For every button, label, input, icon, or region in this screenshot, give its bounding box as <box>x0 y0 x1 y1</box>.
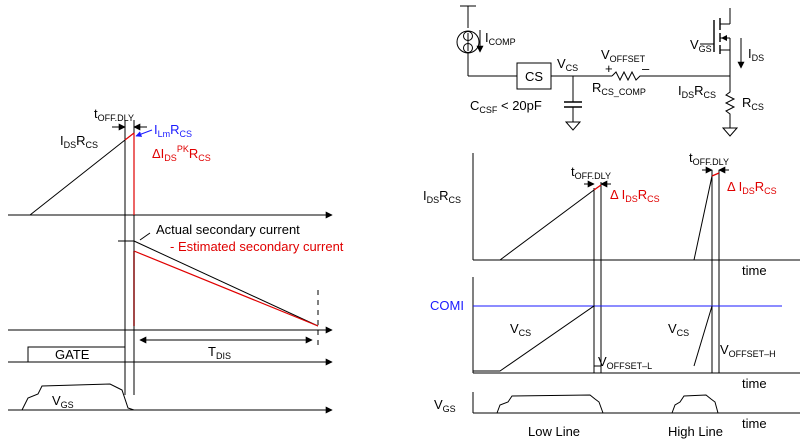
mosfet-vgs-label: VGS <box>690 37 712 54</box>
left-gate-pulse <box>27 346 126 362</box>
comi-label: COMI <box>430 298 464 313</box>
right-vgs-highline-pulse <box>671 394 719 414</box>
voffset-l-label: VOFFSET–L <box>598 354 652 371</box>
right-lowline-ramp <box>499 189 595 261</box>
voffset-label: VOFFSET <box>601 47 646 64</box>
left-delta-ids-label: ΔIDSPKRCS <box>152 144 211 163</box>
low-line-label: Low Line <box>528 424 580 439</box>
right-highline-ramp <box>693 175 713 261</box>
estimated-secondary-current <box>133 250 319 327</box>
rcs-comp-label: RCS_COMP <box>592 80 646 97</box>
mosfet-body-arrow <box>721 35 727 41</box>
rcs-ground-icon <box>721 127 739 137</box>
right-timing-panel: time time time IDSRCS tOFF.DLY Δ IDSRCS … <box>423 150 800 439</box>
left-secondary-pointer <box>139 232 151 241</box>
left-timing-panel: tOFF.DLY IDSRCS ILmRCS ΔIDSPKRCS Actual … <box>8 106 344 414</box>
left-idsrcs-overshoot <box>124 132 135 141</box>
right-time-label-1: time <box>742 263 767 278</box>
right-delta-label-2: Δ IDSRCS <box>727 179 777 196</box>
offset-plus: + <box>605 61 613 76</box>
right-vcs-lowline-waveform <box>473 305 601 372</box>
right-vcs-highline-waveform <box>693 305 713 367</box>
left-toffdly-label: tOFF.DLY <box>94 106 134 123</box>
right-vcs-label-1: VCS <box>510 321 531 338</box>
left-ilm-arrow <box>135 129 153 137</box>
actual-secondary-current <box>133 240 319 327</box>
csf-label: CCSF < 20pF <box>470 98 542 115</box>
gate-label: GATE <box>55 347 90 362</box>
right-toffdly-label-2: tOFF.DLY <box>689 150 729 167</box>
left-vgs-label: VGS <box>52 393 74 410</box>
current-sense-circuit: ICOMP CS VCS CCSF < 20pF + – VOFFSET RCS… <box>456 5 764 137</box>
left-idsrcs-label: IDSRCS <box>60 133 98 150</box>
cs-block-label: CS <box>525 69 543 84</box>
tdis-label: TDIS <box>208 344 231 361</box>
high-line-label: High Line <box>668 424 723 439</box>
right-lowline-overshoot <box>593 184 602 191</box>
left-ilm-rcs-label: ILmRCS <box>154 122 192 139</box>
right-vgs-lowline-pulse <box>496 394 604 414</box>
right-toffdly-label-1: tOFF.DLY <box>571 164 611 181</box>
voffset-h-label: VOFFSET–H <box>720 342 776 359</box>
estimated-secondary-label: - Estimated secondary current <box>170 239 344 254</box>
right-time-label-2: time <box>742 376 767 391</box>
rcs-resistor <box>724 76 736 128</box>
actual-secondary-label: Actual secondary current <box>156 222 300 237</box>
left-idsrcs-ramp <box>29 138 126 216</box>
left-vgs-waveform <box>21 383 135 411</box>
right-highline-overshoot <box>711 172 720 177</box>
right-idsrcs-label: IDSRCS <box>423 188 461 205</box>
right-delta-label-1: Δ IDSRCS <box>610 187 660 204</box>
csf-ground-icon <box>564 121 582 131</box>
offset-minus: – <box>642 61 650 76</box>
circuit-vcs-label: VCS <box>557 56 578 73</box>
right-time-label-3: time <box>742 416 767 431</box>
circuit-idsrcs-label: IDSRCS <box>678 83 716 100</box>
rcs-comp-resistor <box>611 70 730 82</box>
mosfet-ids-label: IDS <box>748 46 764 63</box>
right-vcs-label-2: VCS <box>668 321 689 338</box>
right-vgs-label: VGS <box>434 397 456 414</box>
icomp-label: ICOMP <box>485 30 516 47</box>
rcs-label: RCS <box>742 95 764 112</box>
